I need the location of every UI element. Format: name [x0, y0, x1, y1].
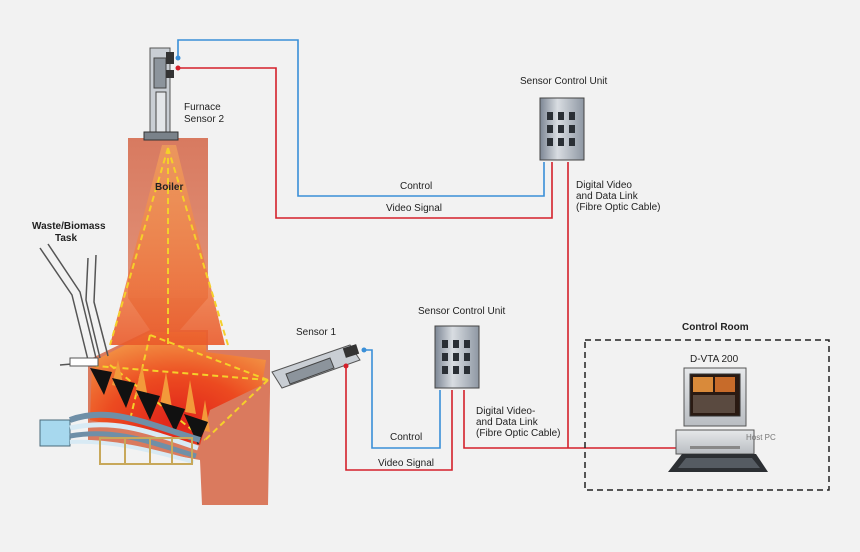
- air-ducts: [39, 411, 201, 465]
- feed-structure: [39, 243, 109, 366]
- sensor-1-label: Sensor 1: [296, 327, 336, 338]
- control-top-label: Control: [400, 181, 432, 192]
- dvta-label: D-VTA 200: [690, 354, 739, 365]
- control-room-box: [584, 339, 830, 491]
- furnace-sensor-2: [143, 47, 181, 141]
- video-top-label: Video Signal: [386, 203, 442, 214]
- sensor-1-device: [271, 344, 367, 389]
- link-bottom-line-2: and Data Link: [476, 417, 539, 428]
- boiler-label: Boiler: [155, 182, 183, 193]
- video-bottom-label: Video Signal: [378, 458, 434, 469]
- furnace-sensor-label-2: Sensor 2: [184, 114, 224, 125]
- control-bottom-label: Control: [390, 432, 422, 443]
- sensor-control-unit-bottom: [434, 325, 480, 389]
- sensor-control-unit-top: [539, 97, 585, 161]
- labels-layer: Furnace Sensor 2 Boiler Waste/Biomass Ta…: [32, 76, 776, 469]
- link-bottom-line-1: Digital Video-: [476, 406, 535, 417]
- host-pc: [668, 367, 768, 472]
- feed-plate: [69, 357, 99, 367]
- furnace-sensor-label-1: Furnace: [184, 102, 221, 113]
- waste-label-1: Waste/Biomass: [32, 221, 106, 232]
- control-wires: [177, 39, 545, 449]
- link-top-line-3: (Fibre Optic Cable): [576, 202, 660, 213]
- link-top-line-1: Digital Video: [576, 180, 632, 191]
- waste-label-2: Task: [55, 233, 77, 244]
- scu-top-label: Sensor Control Unit: [520, 76, 607, 87]
- video-wires: [178, 67, 700, 471]
- boiler-grate: [90, 368, 208, 445]
- control-room-label: Control Room: [682, 322, 749, 333]
- sensor-beams: [95, 147, 269, 441]
- host-pc-label: Host PC: [746, 433, 776, 442]
- link-bottom-line-3: (Fibre Optic Cable): [476, 428, 560, 439]
- link-top-line-2: and Data Link: [576, 191, 639, 202]
- scu-bottom-label: Sensor Control Unit: [418, 306, 505, 317]
